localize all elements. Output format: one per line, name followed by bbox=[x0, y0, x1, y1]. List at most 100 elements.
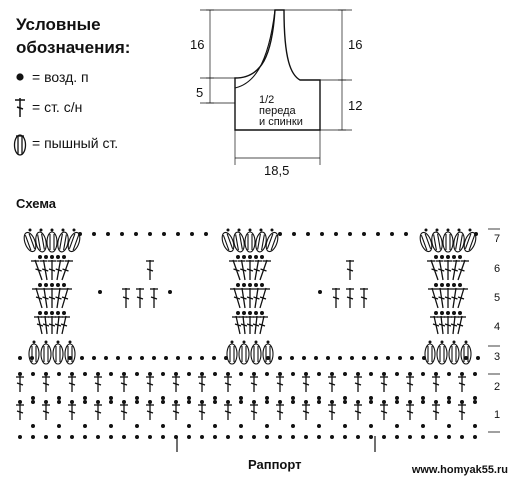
chain-dot bbox=[30, 356, 34, 360]
chain-dot bbox=[57, 435, 61, 439]
double-crochet-stitch bbox=[457, 287, 468, 309]
double-crochet-stitch bbox=[31, 259, 43, 281]
chain-dot bbox=[57, 400, 61, 404]
chain-dot bbox=[474, 232, 478, 236]
chain-dot bbox=[56, 311, 60, 315]
chain-dot bbox=[187, 372, 191, 376]
chain-dot bbox=[291, 435, 295, 439]
chain-dot bbox=[278, 372, 282, 376]
chain-dot bbox=[242, 255, 246, 259]
double-crochet-stitch bbox=[232, 315, 242, 335]
double-crochet-stitch bbox=[198, 404, 206, 420]
double-crochet-stitch bbox=[229, 259, 241, 281]
chain-dot bbox=[120, 232, 124, 236]
chain-dot bbox=[148, 232, 152, 236]
chain-dot bbox=[44, 255, 48, 259]
chain-dot bbox=[369, 372, 373, 376]
chain-dot bbox=[369, 424, 373, 428]
chain-dot bbox=[278, 232, 282, 236]
puff-stitch bbox=[262, 343, 274, 365]
chain-dot bbox=[174, 400, 178, 404]
chain-dot bbox=[447, 424, 451, 428]
double-crochet-stitch bbox=[328, 376, 336, 392]
puff-stitch bbox=[463, 231, 477, 253]
chain-dot bbox=[446, 255, 450, 259]
double-crochet-stitch bbox=[60, 315, 70, 335]
chain-dot bbox=[248, 283, 252, 287]
chain-dot bbox=[148, 372, 152, 376]
double-crochet-stitch bbox=[406, 404, 414, 420]
chain-dot bbox=[382, 400, 386, 404]
chain-dot bbox=[362, 232, 366, 236]
chain-dot bbox=[369, 400, 373, 404]
chain-dot bbox=[270, 228, 274, 232]
double-crochet-stitch bbox=[252, 315, 261, 335]
chain-dot bbox=[260, 283, 264, 287]
garment-schematic bbox=[200, 9, 352, 165]
legend-title-line2: обозначения: bbox=[16, 38, 130, 57]
chain-dot bbox=[446, 311, 450, 315]
chain-dot bbox=[440, 283, 444, 287]
double-crochet-stitch bbox=[54, 315, 63, 335]
chain-dot bbox=[31, 435, 35, 439]
chain-dot bbox=[57, 424, 61, 428]
chain-dot bbox=[152, 356, 156, 360]
chain-dot bbox=[44, 435, 48, 439]
chain-dot bbox=[212, 356, 216, 360]
chain-dot bbox=[135, 372, 139, 376]
chain-dot bbox=[236, 255, 240, 259]
chain-dot bbox=[92, 232, 96, 236]
chain-dot bbox=[200, 356, 204, 360]
chain-dot bbox=[248, 255, 252, 259]
chain-dot bbox=[434, 372, 438, 376]
double-crochet-stitch bbox=[146, 404, 154, 420]
double-crochet-stitch bbox=[451, 287, 460, 309]
double-crochet-stitch bbox=[437, 315, 446, 335]
chain-dot bbox=[395, 396, 399, 400]
double-crochet-stitch bbox=[444, 316, 452, 334]
double-crochet-stitch bbox=[354, 376, 362, 392]
chain-dot bbox=[356, 435, 360, 439]
chain-dot bbox=[290, 356, 294, 360]
chain-dot bbox=[204, 232, 208, 236]
double-crochet-stitch bbox=[457, 259, 469, 281]
chain-dot bbox=[447, 396, 451, 400]
row-number-3: 3 bbox=[494, 351, 500, 363]
chain-dot bbox=[83, 424, 87, 428]
chain-dot bbox=[31, 372, 35, 376]
chain-dot bbox=[122, 372, 126, 376]
double-crochet-stitch bbox=[246, 288, 254, 308]
chain-dot bbox=[68, 356, 72, 360]
chain-dot bbox=[68, 340, 72, 344]
double-crochet-stitch bbox=[332, 288, 340, 308]
chain-dot bbox=[278, 356, 282, 360]
double-crochet-stitch bbox=[230, 287, 241, 309]
row-number-2: 2 bbox=[494, 381, 500, 393]
chain-dot bbox=[395, 400, 399, 404]
chain-dot bbox=[408, 400, 412, 404]
double-crochet-stitch bbox=[94, 376, 102, 392]
chain-dot bbox=[424, 228, 428, 232]
row-6 bbox=[31, 255, 469, 281]
double-crochet-stitch bbox=[146, 260, 154, 280]
chain-dot bbox=[440, 340, 444, 344]
chain-dot bbox=[128, 356, 132, 360]
puff-stitch bbox=[67, 231, 81, 253]
chain-dot bbox=[213, 400, 217, 404]
chain-dot bbox=[278, 400, 282, 404]
chain-dot bbox=[213, 372, 217, 376]
chain-dot bbox=[31, 400, 35, 404]
chain-dot bbox=[38, 255, 42, 259]
double-crochet-stitch bbox=[432, 404, 440, 420]
chain-dot bbox=[458, 283, 462, 287]
chain-dot bbox=[330, 435, 334, 439]
row-number-5: 5 bbox=[494, 292, 500, 304]
chain-dot bbox=[106, 232, 110, 236]
chain-dot bbox=[291, 424, 295, 428]
chain-dot bbox=[434, 283, 438, 287]
double-crochet-stitch bbox=[172, 376, 180, 392]
chain-dot bbox=[50, 311, 54, 315]
puff-stitch bbox=[431, 231, 443, 253]
chain-dot bbox=[62, 283, 66, 287]
chain-dot bbox=[104, 356, 108, 360]
